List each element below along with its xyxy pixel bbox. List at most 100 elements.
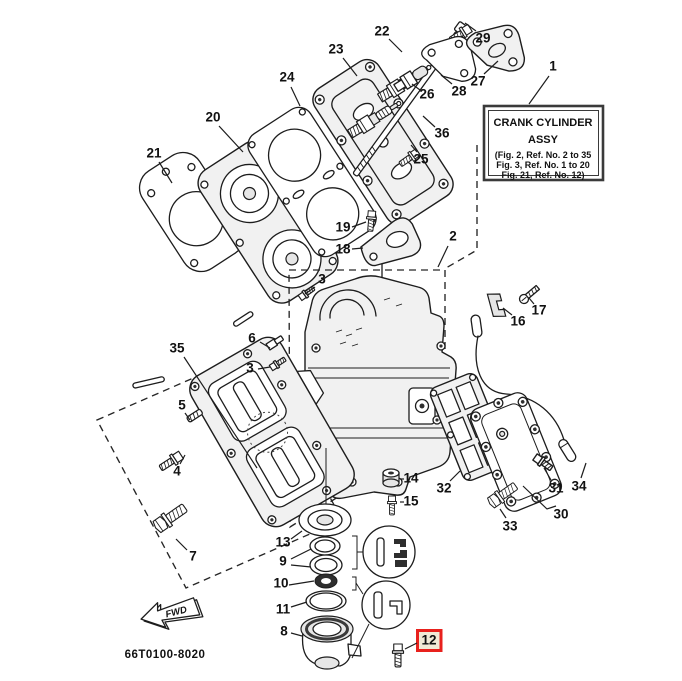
callout-5: 5 xyxy=(178,398,186,413)
detail-circle-seal xyxy=(351,576,411,659)
note-line-3: Fig. 21, Ref. No. 12) xyxy=(501,170,584,180)
callout-8: 8 xyxy=(280,624,288,639)
head-gasket-24 xyxy=(247,106,377,258)
dowel-pin xyxy=(232,311,254,327)
callout-9: 9 xyxy=(279,554,287,569)
callout-28: 28 xyxy=(451,84,467,99)
oil-seal-housing-8 xyxy=(300,615,362,670)
callout-35: 35 xyxy=(169,341,185,356)
leader-line-25 xyxy=(410,144,418,153)
callout-4: 4 xyxy=(173,464,181,479)
leader-line-9 xyxy=(290,564,312,568)
leader-line-22 xyxy=(388,38,403,53)
leader-line-18 xyxy=(351,247,364,250)
oil-seal-9a xyxy=(309,536,341,556)
note-line-1: (Fig. 2, Ref. No. 2 to 35 xyxy=(495,150,592,160)
callout-1: 1 xyxy=(549,59,557,74)
callout-32: 32 xyxy=(436,481,451,496)
leader-line-36 xyxy=(422,115,436,128)
callout-11: 11 xyxy=(276,602,291,617)
callout-36: 36 xyxy=(434,126,450,141)
cable-holder-pin xyxy=(470,314,483,338)
leader-line-28 xyxy=(440,74,453,85)
callout-31: 31 xyxy=(548,481,564,496)
main-bearing-13 xyxy=(298,503,352,537)
leader-line-7 xyxy=(175,538,188,551)
callout-10: 10 xyxy=(273,576,288,591)
callout-12[interactable]: 12 xyxy=(421,633,436,648)
highlight-box[interactable] xyxy=(416,629,443,652)
leader-line-5 xyxy=(184,412,191,421)
leader-line-8 xyxy=(290,632,303,637)
leader-line-12 xyxy=(404,642,418,650)
leader-line-3 xyxy=(257,366,271,370)
callout-24: 24 xyxy=(279,70,295,85)
callout-26: 26 xyxy=(419,87,435,102)
leader-line-17 xyxy=(528,297,535,305)
callout-25: 25 xyxy=(413,152,429,167)
assembly-note-box: CRANK CYLINDER ASSY (Fig. 2, Ref. No. 2 … xyxy=(482,104,605,182)
note-line-2: Fig. 3, Ref. No. 1 to 20 xyxy=(496,160,590,170)
leader-line-20 xyxy=(218,125,244,153)
fwd-label: FWD xyxy=(164,604,188,620)
dowel-pin-2 xyxy=(132,376,165,389)
callout-19: 19 xyxy=(335,220,350,235)
callout-33: 33 xyxy=(502,519,518,534)
detail-circle-bearing xyxy=(352,525,416,579)
head-gasket-plate-21 xyxy=(138,151,246,273)
throttle-cable xyxy=(475,335,565,441)
drawing-number: 66T0100-8020 xyxy=(125,649,206,661)
leader-line-29 xyxy=(464,22,477,32)
leader-line-4 xyxy=(179,454,186,465)
leader-line-9 xyxy=(290,548,312,560)
o-ring-11 xyxy=(305,590,347,612)
callout-22: 22 xyxy=(374,24,389,39)
callout-13: 13 xyxy=(275,535,291,550)
screw-17 xyxy=(518,284,541,305)
fwd-arrow: FWD xyxy=(140,597,204,630)
callout-21: 21 xyxy=(146,146,162,161)
leader-line-10 xyxy=(288,580,315,586)
leader-line-16 xyxy=(502,307,513,316)
leader-line-2 xyxy=(437,245,449,268)
leader-line-34 xyxy=(580,462,587,479)
callout-30: 30 xyxy=(553,507,568,522)
callout-29: 29 xyxy=(475,31,490,46)
cylinder-body-35 xyxy=(189,336,355,528)
engine-hanger-bracket-18 xyxy=(360,217,422,267)
callout-7: 7 xyxy=(189,549,197,564)
clip-16 xyxy=(486,293,507,318)
assembly-boundary-connector xyxy=(445,145,478,269)
callout-23: 23 xyxy=(328,42,344,57)
note-title-1: CRANK CYLINDER xyxy=(494,117,593,129)
callout-20: 20 xyxy=(205,110,220,125)
seal-10 xyxy=(314,573,338,589)
callout-3: 3 xyxy=(318,272,326,287)
leader-line-11 xyxy=(290,601,308,608)
leader-line-3 xyxy=(304,286,316,295)
oil-seal-9b xyxy=(309,554,343,576)
leader-line-27 xyxy=(483,60,499,75)
bolt-15 xyxy=(386,495,398,516)
callout-17: 17 xyxy=(531,303,546,318)
crankcase-cover-30 xyxy=(469,392,563,512)
callout-16: 16 xyxy=(510,314,526,329)
leader-line-33 xyxy=(499,508,507,519)
bolt-12 xyxy=(391,643,405,668)
leader-line-32 xyxy=(449,470,461,482)
leader-line-1 xyxy=(528,75,550,105)
leader-line-31 xyxy=(543,467,552,481)
callout-14: 14 xyxy=(403,471,419,486)
cable-end-34 xyxy=(558,438,577,462)
callout-layer: 1233456789101112131415161718192021222324… xyxy=(146,22,587,650)
callout-6: 6 xyxy=(248,331,256,346)
leader-line-21 xyxy=(158,161,173,184)
callout-27: 27 xyxy=(470,74,485,89)
leader-line-23 xyxy=(342,57,358,77)
leader-line-19 xyxy=(351,221,367,228)
bolt-7 xyxy=(150,500,190,535)
bracket-cover-27 xyxy=(465,24,526,72)
callout-15: 15 xyxy=(403,494,419,509)
